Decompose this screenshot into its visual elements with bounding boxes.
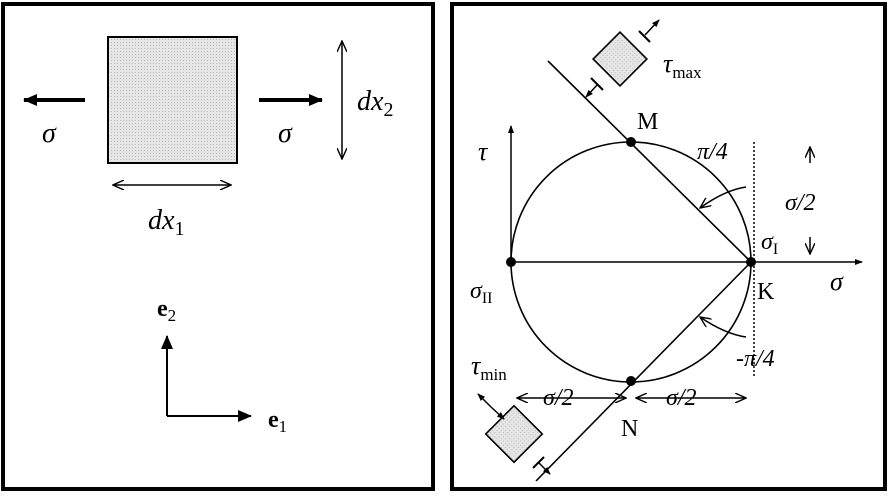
- tau-min-label: τmin: [471, 351, 507, 384]
- tau-max-label: τmax: [663, 49, 702, 82]
- tau-min-square: [484, 404, 544, 464]
- sigma-right-label: σ: [278, 118, 293, 149]
- point-n-dot: [626, 376, 636, 386]
- tau-axis-label: τ: [478, 137, 489, 166]
- right-panel-frame: [450, 2, 887, 491]
- tau-max-shear-arrow-top-tick: [638, 30, 651, 43]
- dx1-label: dx1: [148, 205, 184, 240]
- angle-bottom-label: -π/4: [736, 346, 775, 372]
- tau-max-shear-arrow-bottom: [585, 83, 599, 98]
- half-sigma-right-label: σ/2: [785, 190, 816, 216]
- tau-max-shear-arrow-bottom-tick: [590, 77, 604, 91]
- sigma-i-label: σI: [761, 229, 778, 258]
- tau-min-shear-arrow-bottom-tick: [532, 456, 545, 469]
- tau-max-element: [591, 30, 649, 88]
- point-n-label: N: [621, 416, 638, 442]
- right-panel: τ σ τmax τmin M N K σI σII π/4 -π/4 σ/2 …: [450, 2, 887, 491]
- tau-max-shear-arrow-top: [644, 19, 660, 36]
- point-sigma-ii-dot: [506, 257, 516, 267]
- e1-label: e1: [268, 407, 287, 436]
- tau-max-square: [591, 30, 649, 88]
- sigma-ii-label: σII: [470, 278, 493, 307]
- half-sigma-bottom-left-label: σ/2: [543, 385, 574, 411]
- point-k-dot: [746, 257, 756, 267]
- tau-min-shear-arrow-bottom: [537, 461, 551, 475]
- angle-arc-bottom: [700, 317, 747, 338]
- line-k-n: [535, 261, 752, 482]
- stress-element: [107, 36, 238, 164]
- point-m-label: M: [637, 109, 658, 135]
- left-panel-frame: [1, 2, 435, 491]
- tau-min-shear-arrow-top-b: [490, 406, 505, 420]
- point-k-label: K: [757, 279, 775, 305]
- angle-arc-top: [700, 186, 747, 208]
- left-panel: σ σ dx2 dx1 e2 e1: [1, 2, 435, 491]
- sigma-axis-label: σ: [830, 267, 844, 296]
- sigma-left-label: σ: [42, 118, 57, 149]
- point-m-dot: [626, 137, 636, 147]
- line-k-m: [547, 60, 752, 263]
- e2-label: e2: [157, 296, 176, 325]
- half-sigma-bottom-right-label: σ/2: [666, 385, 697, 411]
- dx2-label: dx2: [357, 86, 393, 121]
- angle-top-label: π/4: [697, 139, 728, 165]
- tau-min-element: [484, 404, 544, 464]
- tau-min-shear-arrow-top: [477, 393, 492, 408]
